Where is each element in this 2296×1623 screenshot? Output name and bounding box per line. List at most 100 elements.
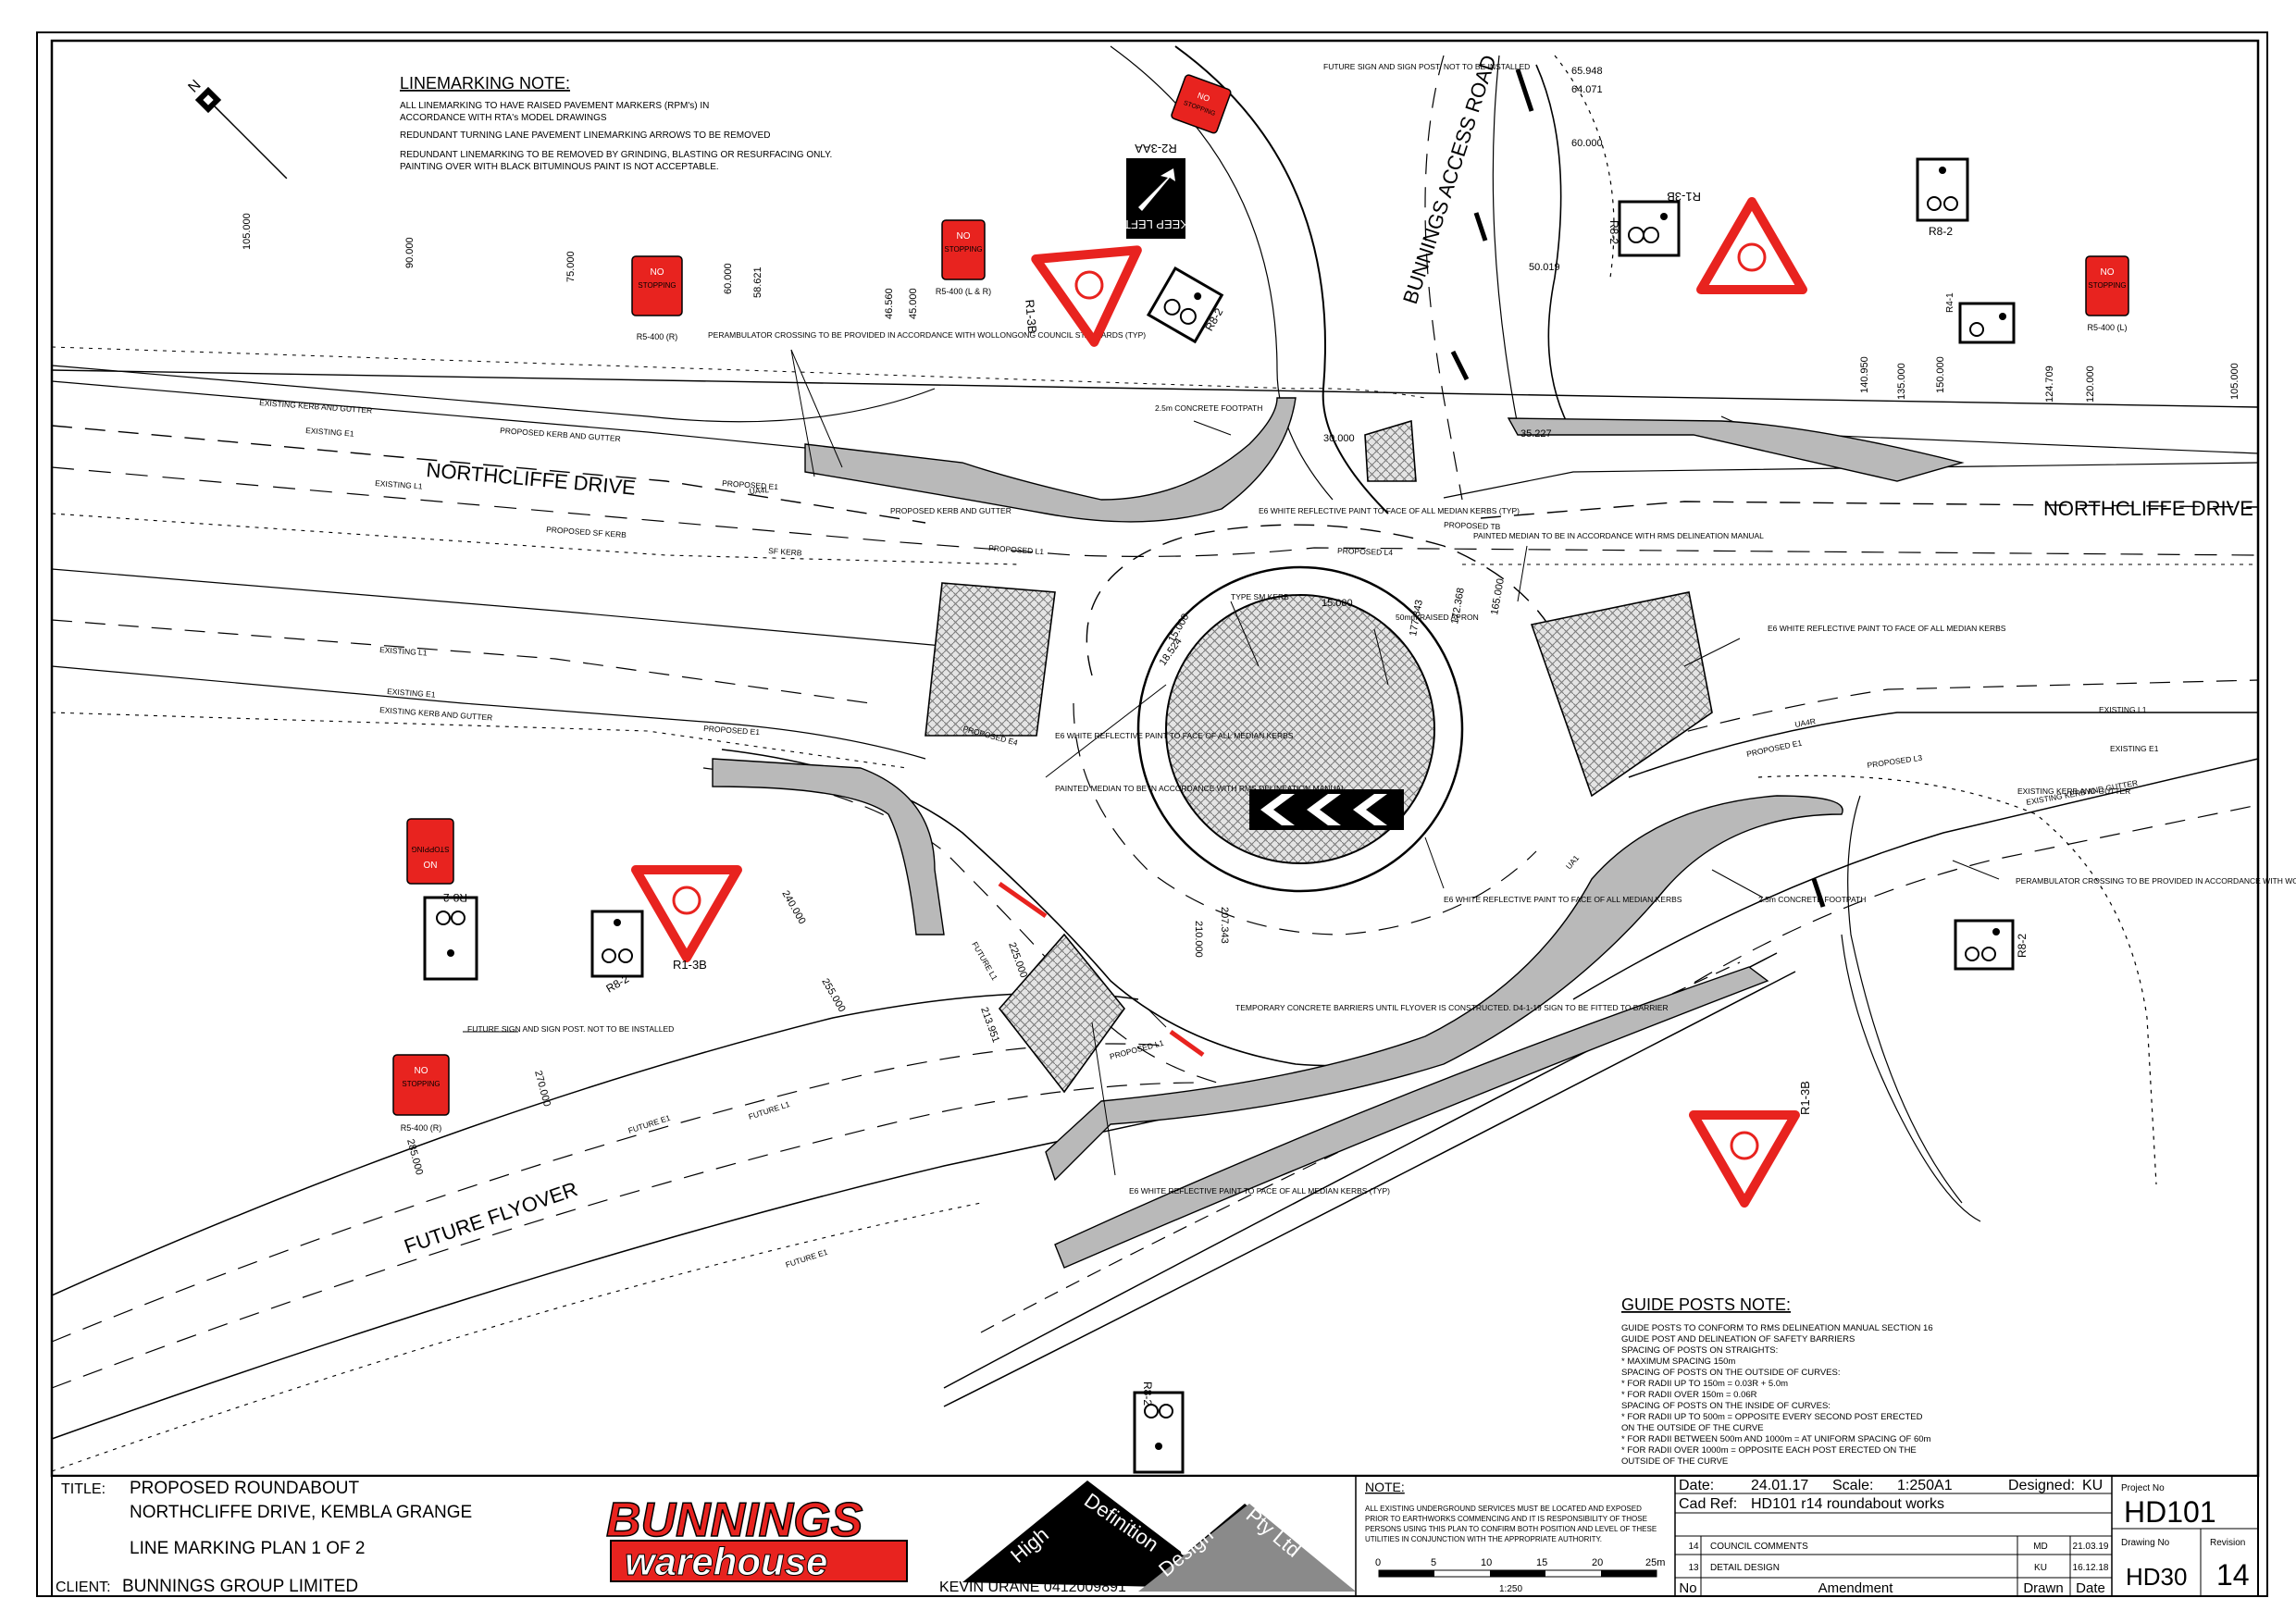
svg-text:150.000: 150.000 <box>1935 356 1946 393</box>
svg-text:* FOR RADII OVER 150m = 0.06R: * FOR RADII OVER 150m = 0.06R <box>1621 1390 1757 1400</box>
svg-text:0: 0 <box>1375 1557 1381 1568</box>
svg-text:* FOR RADII BETWEEN 500m AND 1: * FOR RADII BETWEEN 500m AND 1000m = AT … <box>1621 1434 1931 1444</box>
svg-text:255.000: 255.000 <box>819 977 847 1014</box>
svg-text:LINE MARKING PLAN 1 OF 2: LINE MARKING PLAN 1 OF 2 <box>130 1539 365 1558</box>
svg-text:PROPOSED TB: PROPOSED TB <box>1444 520 1501 531</box>
svg-text:10: 10 <box>1481 1557 1492 1568</box>
svg-text:PROPOSED E1: PROPOSED E1 <box>703 724 761 737</box>
svg-text:UA4R: UA4R <box>1794 716 1817 729</box>
svg-text:105.000: 105.000 <box>2229 363 2240 400</box>
splitter-islands <box>925 419 1713 1094</box>
svg-text:E6 WHITE REFLECTIVE PAINT TO F: E6 WHITE REFLECTIVE PAINT TO FACE OF ALL… <box>1129 1186 1390 1196</box>
svg-text:285.000: 285.000 <box>404 1138 425 1177</box>
svg-text:EXISTING L1: EXISTING L1 <box>375 478 423 491</box>
svg-text:EXISTING KERB AND GUTTER: EXISTING KERB AND GUTTER <box>2017 787 2130 796</box>
roundabout-island <box>1136 565 1464 893</box>
svg-text:SPACING OF POSTS ON THE INSIDE: SPACING OF POSTS ON THE INSIDE OF CURVES… <box>1621 1401 1831 1411</box>
svg-text:30.000: 30.000 <box>1323 433 1355 444</box>
revision-number: 14 <box>2216 1558 2250 1592</box>
svg-text:SPACING OF POSTS ON THE OUTSID: SPACING OF POSTS ON THE OUTSIDE OF CURVE… <box>1621 1368 1840 1378</box>
guide-posts-note: GUIDE POSTS NOTE: GUIDE POSTS TO CONFORM… <box>1621 1295 1933 1467</box>
svg-text:FUTURE SIGN AND SIGN POST. NOT: FUTURE SIGN AND SIGN POST. NOT TO BE INS… <box>467 1024 674 1034</box>
scale-bar: 0 5 10 15 20 25m 1:250 <box>1375 1557 1665 1594</box>
svg-text:R4-1: R4-1 <box>1945 292 1955 313</box>
svg-text:Amendment: Amendment <box>1818 1580 1894 1596</box>
svg-text:210.000: 210.000 <box>1193 921 1204 958</box>
svg-text:KU: KU <box>2034 1563 2047 1573</box>
svg-text:58.621: 58.621 <box>752 266 763 298</box>
svg-text:1:250A1: 1:250A1 <box>1897 1478 1953 1493</box>
svg-text:* FOR RADII UP TO 150m = 0.03R: * FOR RADII UP TO 150m = 0.03R + 5.0m <box>1621 1379 1788 1389</box>
svg-text:E6 WHITE REFLECTIVE PAINT TO F: E6 WHITE REFLECTIVE PAINT TO FACE OF ALL… <box>1768 624 2006 633</box>
svg-text:PROPOSED KERB AND GUTTER: PROPOSED KERB AND GUTTER <box>890 506 1011 515</box>
svg-text:EXISTING E1: EXISTING E1 <box>387 687 436 700</box>
no-stopping-sign: NO STOPPING <box>1171 74 1232 134</box>
project-number: HD101 <box>2124 1495 2216 1529</box>
title-block: TITLE: PROPOSED ROUNDABOUT NORTHCLIFFE D… <box>51 1475 2259 1597</box>
svg-text:R1-3B: R1-3B <box>673 958 707 972</box>
svg-text:CLIENT:: CLIENT: <box>56 1580 111 1595</box>
svg-text:NO: NO <box>1197 91 1211 104</box>
shared-path-sign: R8-2 <box>1133 1381 1185 1474</box>
shared-path-sign: R8-2 <box>1146 266 1226 344</box>
svg-text:* FOR RADII OVER 1000m = OPPOS: * FOR RADII OVER 1000m = OPPOSITE EACH P… <box>1621 1445 1917 1456</box>
svg-text:UTILITIES IN CONJUNCTION WITH: UTILITIES IN CONJUNCTION WITH THE APPROP… <box>1365 1535 1602 1543</box>
svg-text:R5-400 (L & R): R5-400 (L & R) <box>936 287 991 296</box>
svg-text:50.019: 50.019 <box>1529 262 1560 273</box>
svg-text:SPACING OF POSTS ON STRAIGHTS:: SPACING OF POSTS ON STRAIGHTS: <box>1621 1345 1778 1356</box>
svg-text:PRIOR TO EARTHWORKS COMMENCING: PRIOR TO EARTHWORKS COMMENCING AND IT IS… <box>1365 1515 1647 1523</box>
svg-text:Date:: Date: <box>1679 1478 1714 1493</box>
svg-text:REDUNDANT LINEMARKING TO BE RE: REDUNDANT LINEMARKING TO BE REMOVED BY G… <box>400 150 832 160</box>
svg-text:Revision: Revision <box>2210 1538 2245 1548</box>
svg-text:E6 WHITE REFLECTIVE PAINT TO F: E6 WHITE REFLECTIVE PAINT TO FACE OF ALL… <box>1055 731 1294 740</box>
svg-text:Project No: Project No <box>2121 1483 2165 1493</box>
temporary-barriers <box>998 881 1205 1058</box>
svg-text:Cad Ref:: Cad Ref: <box>1679 1496 1737 1512</box>
svg-text:R8-2: R8-2 <box>1607 220 1620 244</box>
svg-text:R5-400 (R): R5-400 (R) <box>637 332 678 341</box>
svg-text:MD: MD <box>2033 1542 2048 1552</box>
svg-text:13: 13 <box>1688 1563 1699 1573</box>
svg-text:STOPPING: STOPPING <box>402 1080 440 1088</box>
svg-text:45.000: 45.000 <box>908 288 919 319</box>
designer-contact: KEVIN URANE 0412009891 <box>939 1580 1126 1595</box>
svg-text:124.709: 124.709 <box>2044 365 2055 403</box>
svg-text:207.343: 207.343 <box>1219 907 1230 944</box>
svg-text:* FOR RADII UP TO 500m = OPPOS: * FOR RADII UP TO 500m = OPPOSITE EVERY … <box>1621 1412 1923 1422</box>
svg-text:BUNNINGS GROUP LIMITED: BUNNINGS GROUP LIMITED <box>122 1577 358 1596</box>
svg-text:Drawn: Drawn <box>2023 1580 2063 1596</box>
svg-text:UA1: UA1 <box>1564 853 1581 871</box>
svg-text:PROPOSED E1: PROPOSED E1 <box>1745 737 1803 759</box>
annotations <box>463 349 2000 1176</box>
svg-text:EXISTING KERB AND GUTTER: EXISTING KERB AND GUTTER <box>259 398 373 415</box>
guide-posts-heading: GUIDE POSTS NOTE: <box>1621 1295 1791 1314</box>
svg-text:PROPOSED L1: PROPOSED L1 <box>988 543 1045 556</box>
outer-border <box>36 31 2268 1597</box>
shared-path-sign: R8-2 <box>590 910 644 996</box>
svg-text:GUIDE POST AND DELINEATION OF: GUIDE POST AND DELINEATION OF SAFETY BAR… <box>1621 1334 1855 1344</box>
give-way-sign: R1-3B <box>1667 190 1807 294</box>
svg-text:EXISTING KERB AND GUTTER: EXISTING KERB AND GUTTER <box>379 705 493 723</box>
svg-text:EXISTING L1: EXISTING L1 <box>2099 705 2147 714</box>
annotation-text: PERAMBULATOR CROSSING TO BE PROVIDED IN … <box>467 62 2296 1196</box>
svg-text:R1-3B: R1-3B <box>1798 1081 1812 1115</box>
svg-text:R1-3B: R1-3B <box>1667 190 1701 204</box>
turn-arrows <box>1450 68 1826 908</box>
keep-left-sign: KEEP LEFT R2-3AA <box>1123 142 1188 239</box>
svg-text:25m: 25m <box>1645 1557 1665 1568</box>
svg-text:STOPPING: STOPPING <box>411 845 449 853</box>
svg-text:60.000: 60.000 <box>723 263 734 294</box>
svg-text:ALL EXISTING UNDERGROUND SERVI: ALL EXISTING UNDERGROUND SERVICES MUST B… <box>1365 1505 1642 1513</box>
svg-text:14: 14 <box>1688 1542 1699 1552</box>
no-stopping-sign: NO STOPPING R5-400 (R) <box>392 1054 450 1133</box>
svg-text:NO: NO <box>651 267 664 278</box>
no-stopping-sign: NO STOPPING <box>406 818 454 885</box>
svg-text:NO: NO <box>957 231 971 242</box>
svg-text:15.000: 15.000 <box>1322 598 1353 609</box>
svg-text:KEEP LEFT: KEEP LEFT <box>1123 217 1188 231</box>
svg-text:PROPOSED E1: PROPOSED E1 <box>722 478 779 491</box>
shared-path-sign: R8-2 <box>1607 200 1681 257</box>
svg-text:50mm RAISED APRON: 50mm RAISED APRON <box>1396 613 1479 622</box>
svg-text:R8-2: R8-2 <box>1141 1381 1154 1406</box>
svg-text:105.000: 105.000 <box>242 213 253 250</box>
